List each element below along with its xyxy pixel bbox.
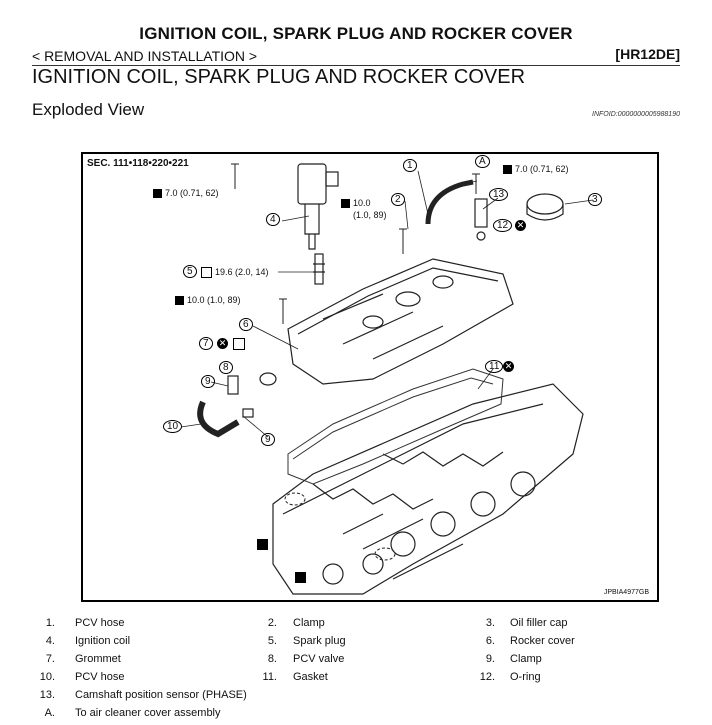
callout-1: 1 bbox=[403, 159, 417, 172]
callout-12: 12 bbox=[493, 219, 513, 232]
ignition-coil bbox=[297, 163, 339, 250]
torque-wrench-icon bbox=[201, 267, 212, 279]
do-not-reuse-icon: ✕ bbox=[217, 338, 228, 349]
rocker-cover bbox=[287, 258, 514, 385]
torque-label-4: 19.6 (2.0, 14) bbox=[201, 267, 269, 279]
callout-7: 7 bbox=[199, 337, 213, 350]
figure-section-ref: SEC. 111•118•220•221 bbox=[87, 158, 189, 169]
callout-13: 13 bbox=[489, 188, 509, 201]
bolts bbox=[231, 163, 480, 324]
torque-wrench-icon bbox=[175, 296, 184, 306]
callout-8: 8 bbox=[219, 361, 233, 374]
camshaft-sensor bbox=[474, 198, 488, 241]
pcv-valve-assembly bbox=[197, 372, 277, 438]
torque-label-1: 7.0 (0.71, 62) bbox=[153, 188, 219, 199]
page-header-subtitle: < REMOVAL AND INSTALLATION > bbox=[32, 48, 258, 64]
callout-9b: 9 bbox=[261, 433, 275, 446]
do-not-reuse-icon: ✕ bbox=[515, 220, 526, 231]
torque-wrench-icon bbox=[341, 199, 350, 209]
torque-label-3b: (1.0, 89) bbox=[353, 210, 387, 220]
callout-3: 3 bbox=[588, 193, 602, 206]
callout-2: 2 bbox=[391, 193, 405, 206]
spark-plug bbox=[313, 253, 325, 285]
pcv-hose-upper bbox=[425, 179, 474, 225]
liquid-gasket-icon bbox=[257, 539, 268, 550]
leader-lines bbox=[180, 170, 594, 438]
cylinder-head bbox=[272, 383, 584, 595]
page-title: IGNITION COIL, SPARK PLUG AND ROCKER COV… bbox=[32, 66, 526, 88]
torque-wrench-icon bbox=[503, 165, 512, 175]
callout-11: 11 bbox=[485, 360, 504, 373]
torque-label-3: 10.0 bbox=[341, 198, 371, 209]
engine-code: [HR12DE] bbox=[615, 46, 680, 62]
callout-a: A bbox=[475, 155, 490, 168]
info-id: INFOID:0000000005988190 bbox=[592, 111, 680, 118]
callout-9: 9 bbox=[201, 375, 215, 388]
figure-code: JPBIA4977GB bbox=[603, 589, 649, 596]
liquid-gasket-icon bbox=[295, 572, 306, 583]
exploded-view-drawing bbox=[180, 163, 594, 595]
callout-10: 10 bbox=[163, 420, 183, 433]
do-not-reuse-icon: ✕ bbox=[503, 361, 514, 372]
exploded-view-figure: SEC. 111•118•220•221 bbox=[81, 152, 659, 602]
liquid-gasket-marks bbox=[284, 492, 396, 561]
sealant-icon bbox=[233, 338, 245, 350]
section-title: Exploded View bbox=[32, 100, 145, 119]
gasket bbox=[287, 368, 504, 485]
oil-filler-cap bbox=[526, 193, 564, 221]
page-header-title: IGNITION COIL, SPARK PLUG AND ROCKER COV… bbox=[139, 24, 573, 43]
callout-4: 4 bbox=[266, 213, 280, 226]
torque-label-5: 10.0 (1.0, 89) bbox=[175, 295, 241, 306]
torque-wrench-icon bbox=[153, 189, 162, 199]
callout-5: 5 bbox=[183, 265, 197, 278]
header-divider bbox=[32, 65, 680, 66]
callout-6: 6 bbox=[239, 318, 253, 331]
torque-label-2: 7.0 (0.71, 62) bbox=[503, 164, 569, 175]
